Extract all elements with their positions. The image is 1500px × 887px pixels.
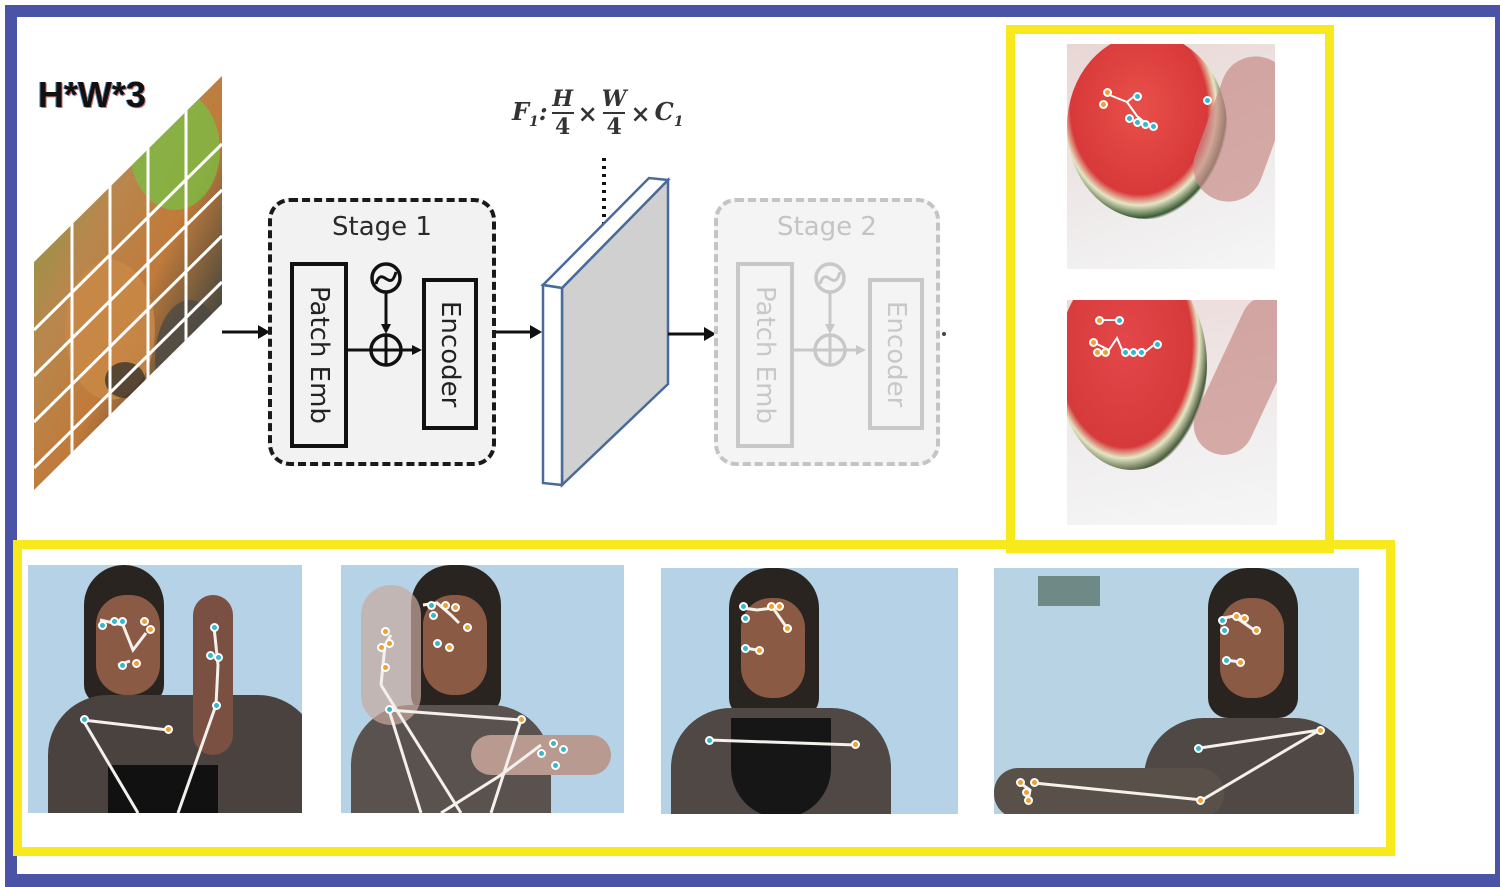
encoder-label: Encoder <box>435 300 465 408</box>
times-sign: × <box>630 98 651 128</box>
formula-c-sub: 1 <box>673 113 684 130</box>
pose-image-2 <box>341 565 624 813</box>
pose-image-3 <box>661 568 958 814</box>
stage-1-title: Stage 1 <box>332 212 432 242</box>
pose-image-4 <box>994 568 1359 814</box>
encoder-box: Encoder <box>868 278 924 430</box>
watermelon-image-2 <box>1067 300 1277 525</box>
fraction-h-num: H <box>552 86 574 112</box>
formula-f: F <box>512 96 530 126</box>
pose-image-1 <box>28 565 302 813</box>
patch-embedding-box: Patch Emb <box>736 262 794 448</box>
stage-1-block: Stage 1 Patch Emb Encoder <box>268 198 496 466</box>
encoder-box: Encoder <box>422 278 478 430</box>
patch-embedding-label: Patch Emb <box>304 286 334 424</box>
watermelon-image-1 <box>1067 44 1275 269</box>
patch-embedding-box: Patch Emb <box>290 262 348 448</box>
fraction-h-den: 4 <box>555 114 571 140</box>
feature-map-f1 <box>540 176 671 488</box>
stage-2-block: Stage 2 Patch Emb Encoder <box>714 198 940 466</box>
input-size-label: H*W*3 <box>38 74 147 115</box>
formula-f-sub: 1 <box>529 113 539 130</box>
position-encoding-add-icon <box>344 262 422 367</box>
position-encoding-add-icon <box>790 262 866 367</box>
tag-badge <box>1038 576 1100 606</box>
stage-2-title: Stage 2 <box>777 212 877 242</box>
fraction-w-den: 4 <box>606 114 622 140</box>
encoder-label: Encoder <box>881 300 911 408</box>
patch-embedding-label: Patch Emb <box>750 286 780 424</box>
formula-c: C <box>654 96 674 126</box>
fraction-w-num: W <box>601 86 627 112</box>
pose-results-panel <box>13 540 1395 856</box>
times-sign: × <box>577 98 598 128</box>
